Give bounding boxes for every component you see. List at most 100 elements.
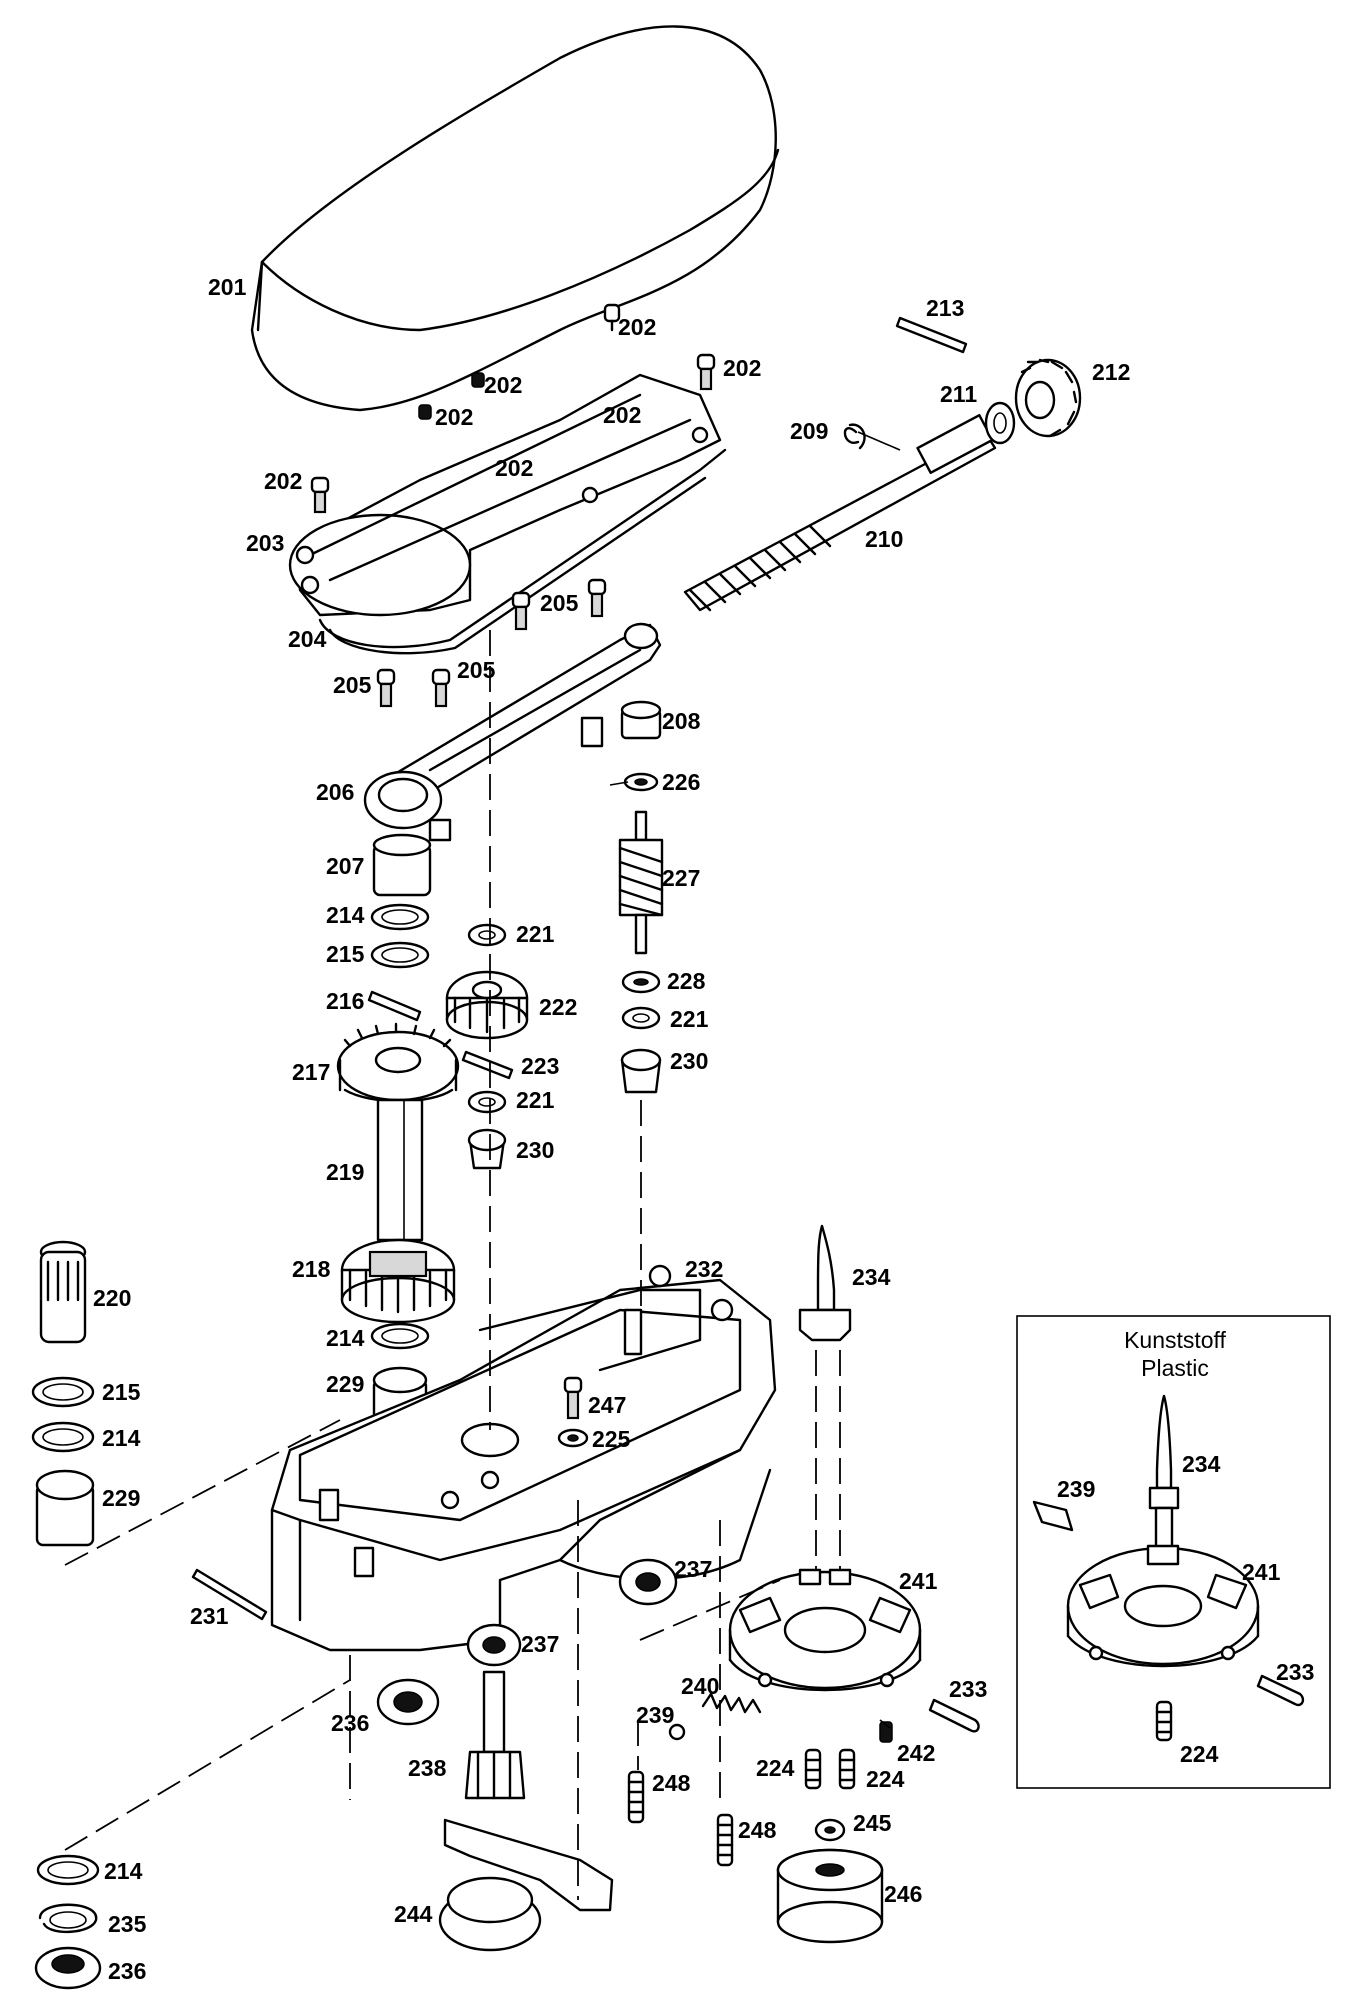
inset-part-234-depth-rod xyxy=(1148,1394,1180,1550)
part-233-pin-a xyxy=(928,1698,980,1733)
label-227: 227 xyxy=(662,865,700,891)
label-248: 248 xyxy=(738,1817,777,1843)
label-220: 220 xyxy=(93,1285,131,1311)
label-218: 218 xyxy=(292,1256,331,1282)
part-230-bushing-b xyxy=(620,1048,662,1094)
label-207: 207 xyxy=(326,853,364,879)
label-236: 236 xyxy=(108,1958,146,1984)
label-235: 235 xyxy=(108,1911,147,1937)
part-234-depth-rod xyxy=(798,1224,852,1610)
label-245: 245 xyxy=(853,1810,892,1836)
part-237-bearing-a xyxy=(618,1558,678,1606)
label-210: 210 xyxy=(865,526,903,552)
label-247: 247 xyxy=(588,1392,626,1418)
part-232-gear-housing xyxy=(270,1264,777,1652)
part-238-spindle xyxy=(464,1670,526,1800)
part-215-ring-a xyxy=(370,941,430,969)
label-214: 214 xyxy=(326,902,365,928)
label-229: 229 xyxy=(326,1371,364,1397)
part-221-washer-a xyxy=(467,923,507,947)
label-234: 234 xyxy=(1182,1451,1221,1477)
label-215: 215 xyxy=(102,1379,141,1405)
part-230-bushing-a xyxy=(467,1128,507,1170)
label-230: 230 xyxy=(516,1137,554,1163)
part-222-gear xyxy=(445,970,529,1040)
part-241-turret-ring xyxy=(728,1568,922,1692)
part-231-pin xyxy=(191,1568,268,1621)
label-226: 226 xyxy=(662,769,700,795)
part-212-gear xyxy=(1014,358,1082,438)
part-210-worm-shaft xyxy=(683,414,997,612)
part-213-pin xyxy=(895,316,968,354)
part-224-screw-b xyxy=(838,1748,856,1790)
label-228: 228 xyxy=(667,968,706,994)
label-225: 225 xyxy=(592,1426,631,1452)
part-248-screw-a xyxy=(627,1770,645,1824)
label-241: 241 xyxy=(899,1568,938,1594)
screw-202-d xyxy=(418,404,432,420)
part-245-washer xyxy=(814,1818,846,1842)
inset-part-241-turret-ring xyxy=(1066,1544,1260,1668)
label-242: 242 xyxy=(897,1740,935,1766)
screw-202-b xyxy=(471,372,485,388)
label-214: 214 xyxy=(326,1325,365,1351)
inset-part-224-screw xyxy=(1155,1700,1173,1742)
label-209: 209 xyxy=(790,418,828,444)
label-205: 205 xyxy=(540,590,579,616)
label-240: 240 xyxy=(681,1673,719,1699)
label-229: 229 xyxy=(102,1485,140,1511)
label-230: 230 xyxy=(670,1048,708,1074)
inset-part-233-pin xyxy=(1256,1674,1305,1707)
label-205: 205 xyxy=(457,657,496,683)
part-220-sleeve xyxy=(39,1240,87,1344)
label-214: 214 xyxy=(104,1858,143,1884)
label-213: 213 xyxy=(926,295,964,321)
part-214-ring-c xyxy=(31,1421,95,1453)
label-239: 239 xyxy=(636,1702,674,1728)
label-212: 212 xyxy=(1092,359,1130,385)
label-211: 211 xyxy=(940,381,977,407)
label-244: 244 xyxy=(394,1901,433,1927)
label-202: 202 xyxy=(603,402,641,428)
part-215-ring-b xyxy=(31,1376,95,1408)
part-227-worm xyxy=(618,810,664,955)
part-237-bearing-b xyxy=(466,1623,522,1667)
label-238: 238 xyxy=(408,1755,447,1781)
part-203-gear-cover xyxy=(288,373,722,617)
label-221: 221 xyxy=(516,1087,555,1113)
part-223-pin xyxy=(461,1050,514,1080)
label-208: 208 xyxy=(662,708,701,734)
part-248-screw-b xyxy=(716,1813,734,1867)
label-234: 234 xyxy=(852,1264,891,1290)
label-221: 221 xyxy=(670,1006,709,1032)
part-246-knob xyxy=(776,1848,884,1944)
label-202: 202 xyxy=(484,372,522,398)
label-233: 233 xyxy=(1276,1659,1314,1685)
part-labels: 201 202 202 202 202 202 202 202 202 203 … xyxy=(93,274,1314,1984)
part-211-washer xyxy=(984,401,1016,445)
label-206: 206 xyxy=(316,779,354,805)
part-214-ring-d xyxy=(36,1854,100,1886)
label-237: 237 xyxy=(674,1556,712,1582)
label-236: 236 xyxy=(331,1710,369,1736)
part-204-gasket xyxy=(318,448,727,655)
part-239-ball-a xyxy=(668,1723,686,1741)
screw-202-c xyxy=(696,353,716,391)
inset-part-239-spring-clip xyxy=(1032,1500,1074,1532)
part-208-bushing xyxy=(620,700,662,740)
label-223: 223 xyxy=(521,1053,559,1079)
label-248: 248 xyxy=(652,1770,691,1796)
part-219-shaft xyxy=(376,1098,424,1242)
part-217-gear xyxy=(336,1022,460,1103)
inset-title-line1: Kunststoff xyxy=(1124,1327,1226,1353)
label-216: 216 xyxy=(326,988,364,1014)
label-214: 214 xyxy=(102,1425,141,1451)
part-201-top-cover xyxy=(250,25,780,412)
part-207-bushing xyxy=(372,833,432,897)
label-222: 222 xyxy=(539,994,577,1020)
label-202: 202 xyxy=(435,404,473,430)
part-235-circlip xyxy=(38,1903,98,1934)
label-233: 233 xyxy=(949,1676,987,1702)
label-232: 232 xyxy=(685,1256,723,1282)
